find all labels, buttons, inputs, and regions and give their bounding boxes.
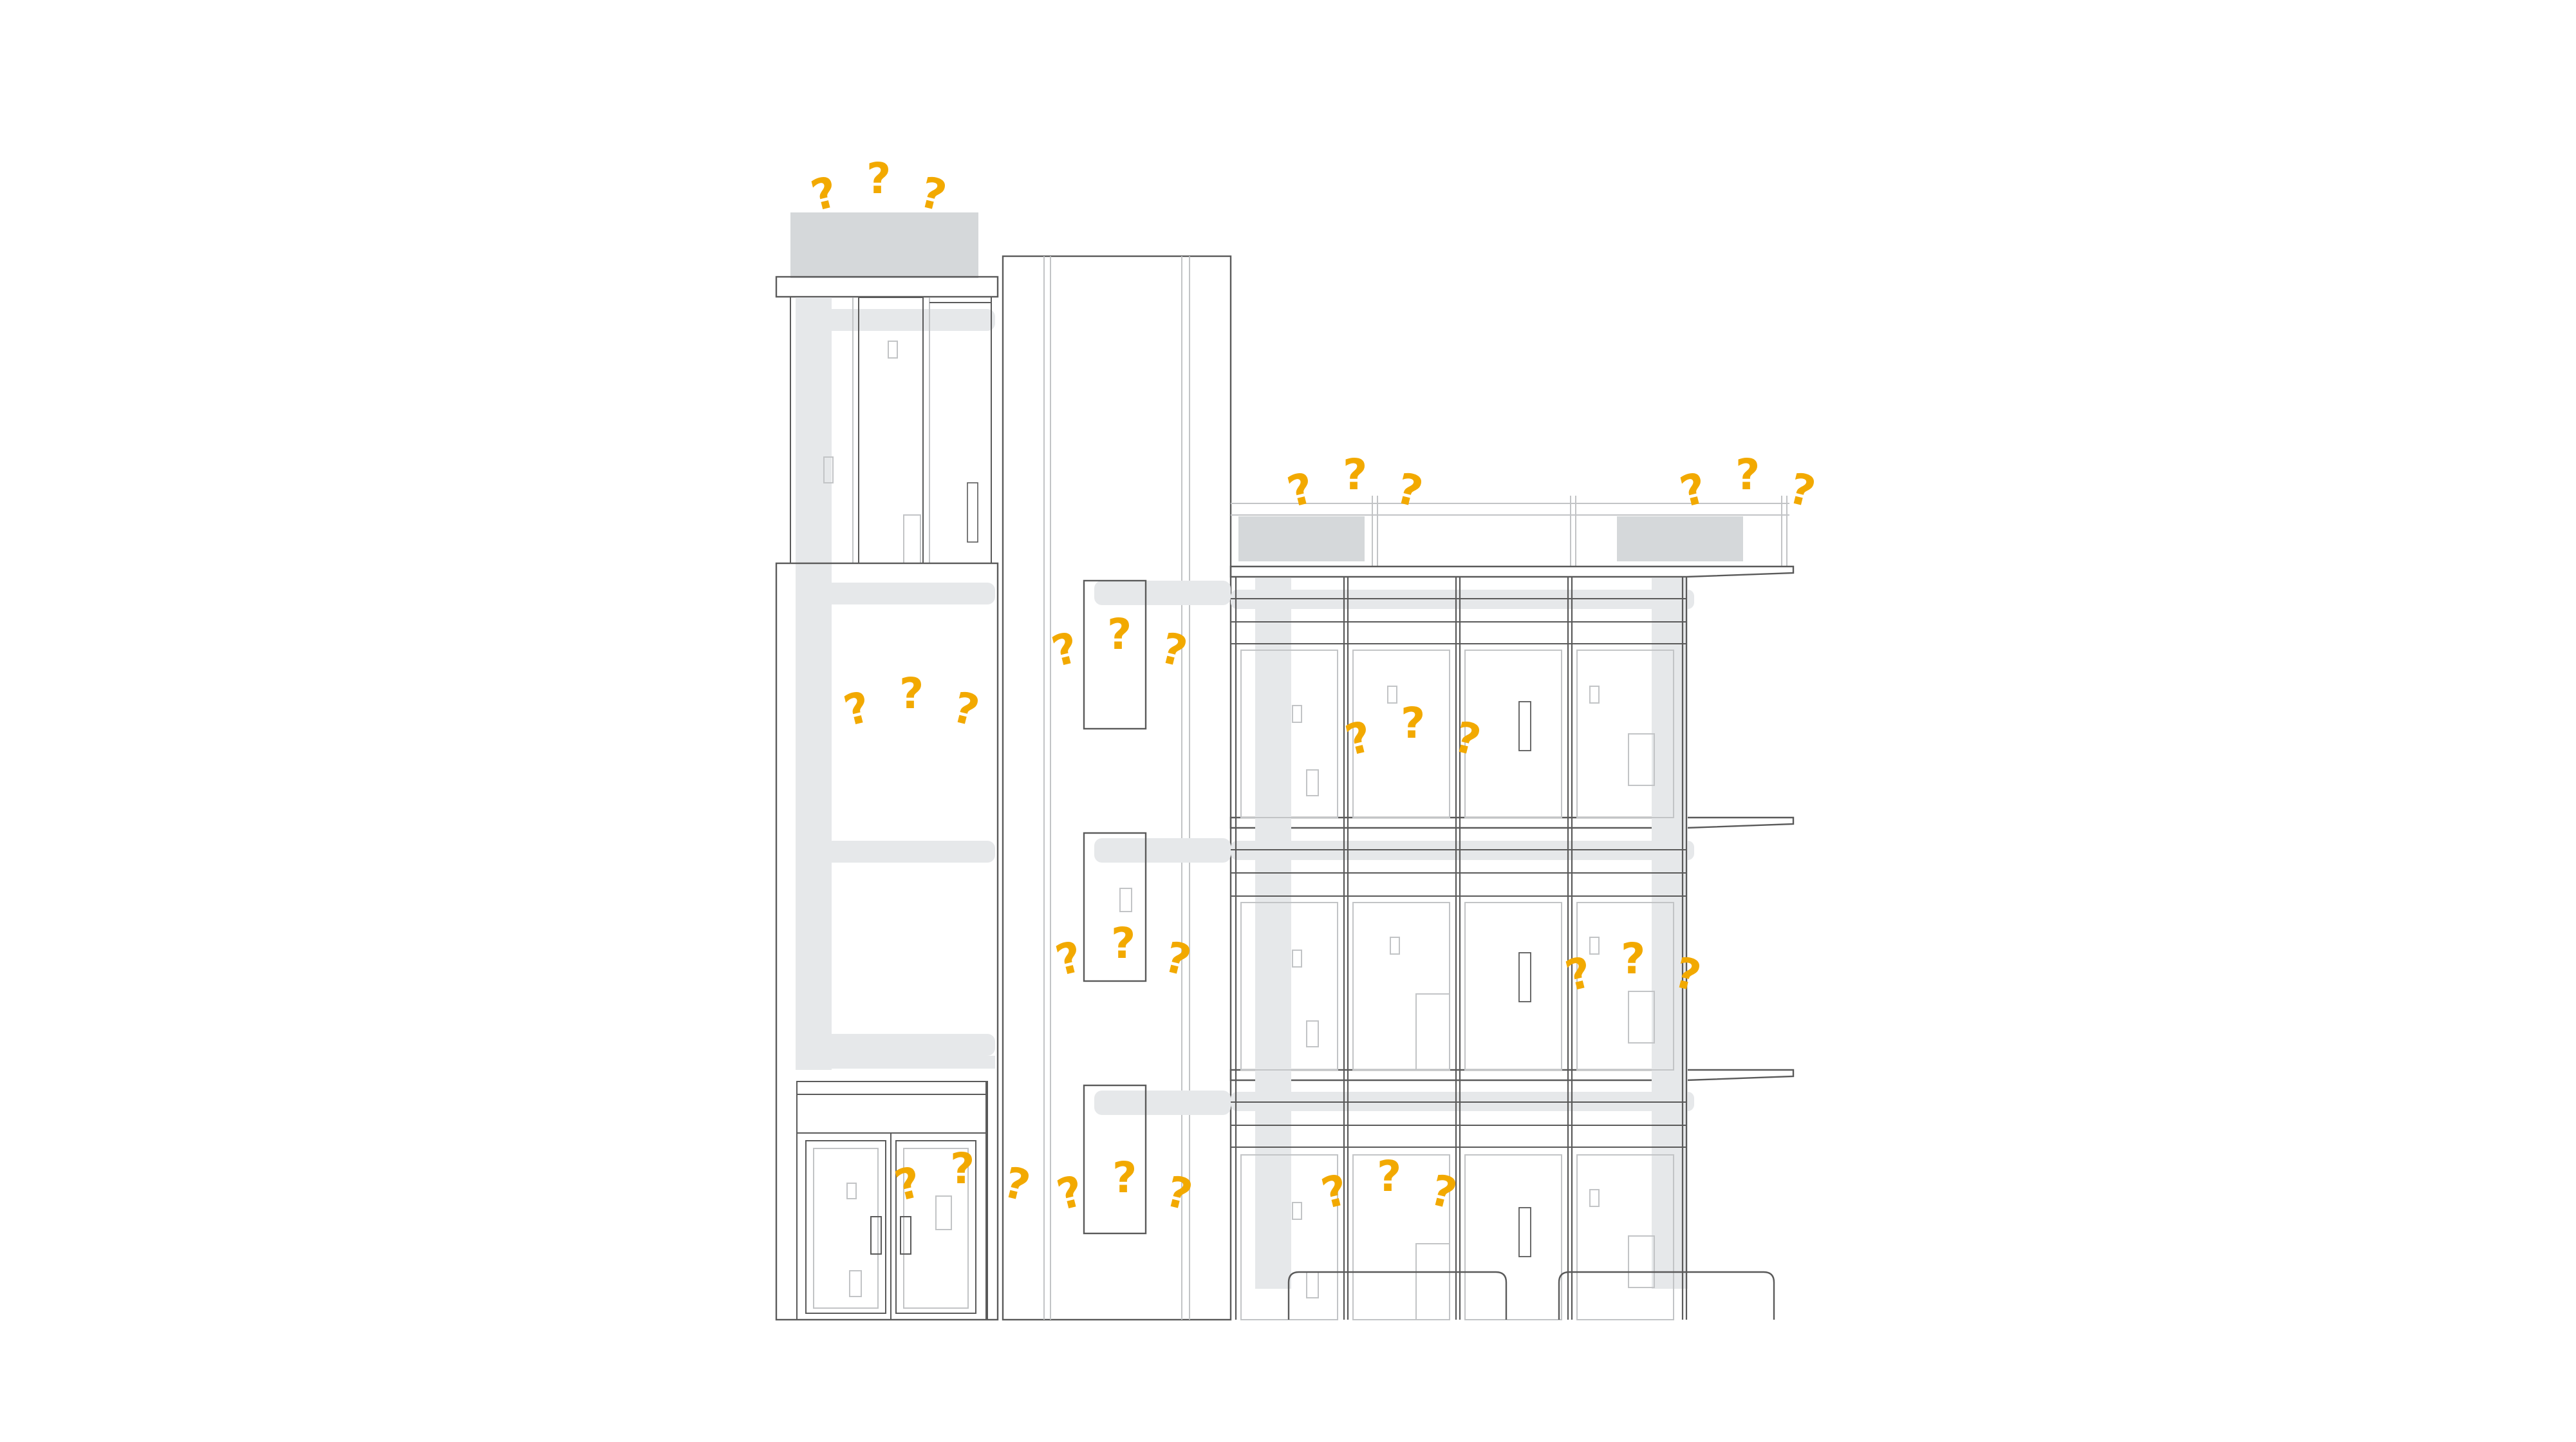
left-upper-enclosure xyxy=(790,297,992,564)
roof-railing xyxy=(1231,496,1789,566)
rooftop-unit-right-b xyxy=(1617,516,1743,561)
question-mark-icon: ? xyxy=(1377,1152,1401,1201)
office-transoms xyxy=(1231,598,1686,1148)
question-mark-icon: ? xyxy=(1735,450,1760,500)
question-mark-icon: ? xyxy=(950,1144,975,1194)
garage-opening-left xyxy=(1287,1271,1507,1320)
question-mark-icon: ? xyxy=(1111,919,1135,968)
circulation-window-middle xyxy=(1083,832,1147,982)
marker-circulation-window-upper: ??? xyxy=(1047,610,1192,677)
entrance-portal xyxy=(796,1081,988,1320)
garage-opening-right xyxy=(1558,1271,1775,1320)
question-mark-icon: ? xyxy=(1343,450,1367,500)
office-ghost-structure xyxy=(1231,578,1694,1289)
office-wing xyxy=(1229,496,1795,1320)
question-mark-icon: ? xyxy=(899,669,924,718)
left-tower xyxy=(775,212,999,1321)
circulation-window-upper xyxy=(1083,579,1147,730)
central-tower xyxy=(1002,255,1232,1321)
rooftop-unit-left xyxy=(790,212,978,278)
question-mark-icon: ? xyxy=(1112,1153,1137,1203)
rooftop-unit-right-a xyxy=(1238,516,1365,561)
question-mark-icon: ? xyxy=(1401,698,1425,748)
office-mullions xyxy=(1235,577,1688,1320)
circulation-window-lower xyxy=(1083,1084,1147,1235)
floor-slab-3 xyxy=(1229,816,1795,829)
question-mark-icon: ? xyxy=(866,154,891,203)
question-mark-icon: ? xyxy=(1621,934,1645,984)
central-tower-body xyxy=(1002,255,1232,1321)
question-mark-icon: ? xyxy=(1107,610,1132,659)
roof-slab xyxy=(1229,565,1795,578)
central-ghost-ducts xyxy=(1094,581,1231,1115)
left-ghost-structure xyxy=(796,297,995,1070)
floor-slab-2 xyxy=(1229,1069,1795,1082)
